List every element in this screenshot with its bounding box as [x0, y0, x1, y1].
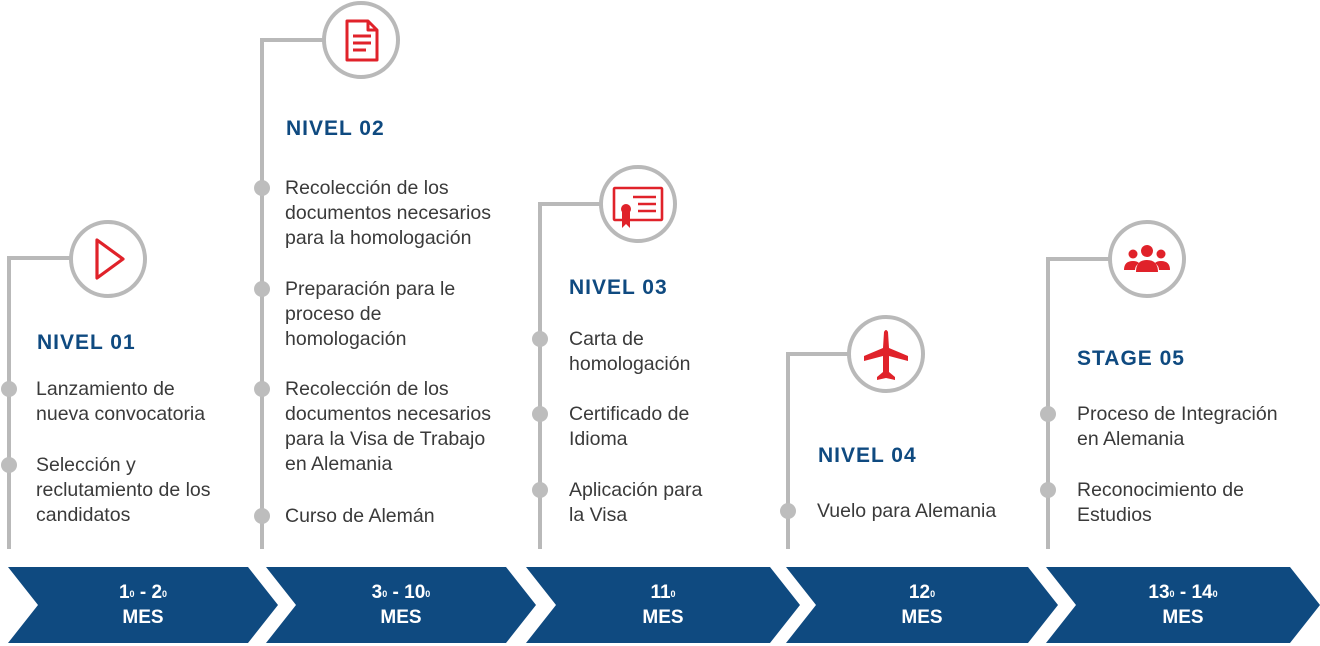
play-icon — [95, 238, 125, 280]
stage-4-connector — [786, 352, 849, 549]
stage-2-icon-circle — [322, 1, 400, 79]
document-icon — [345, 19, 379, 62]
stage-1-connector — [7, 256, 71, 549]
stage-item: Carta de homologación — [569, 328, 691, 375]
month-range: 130 - 140 — [1148, 582, 1218, 603]
airplane-icon — [864, 330, 908, 380]
month-unit: MES — [1162, 607, 1204, 628]
stage-3-connector — [538, 202, 600, 549]
stage-title: NIVEL 02 — [286, 117, 385, 140]
stage-item: Vuelo para Alemania — [817, 500, 997, 522]
chevron-1 — [8, 567, 278, 643]
stage-item: Recolección de los documentos necesarios… — [285, 378, 491, 475]
stage-item: Reconocimiento de Estudios — [1077, 479, 1244, 526]
stage-title: NIVEL 01 — [37, 331, 136, 354]
stage-item: Curso de Alemán — [285, 505, 435, 527]
month-range: 120 — [908, 582, 936, 603]
month-unit: MES — [901, 607, 943, 628]
stage-4-icon-circle — [847, 315, 925, 393]
group-icon — [1124, 245, 1170, 272]
stage-item: Aplicación para la Visa — [569, 479, 703, 526]
stage-1-icon-circle — [69, 220, 147, 298]
stage-item: Proceso de Integración en Alemania — [1077, 403, 1278, 450]
chevron-4 — [786, 567, 1058, 643]
stage-title: STAGE 05 — [1077, 347, 1185, 370]
stage-item: Preparación para le proceso de homologac… — [285, 278, 456, 350]
stage-2-connector — [260, 38, 324, 549]
bullet-dots — [1, 180, 1056, 524]
month-unit: MES — [642, 607, 684, 628]
month-label-1: 10 - 20 MES — [38, 567, 248, 643]
month-chevron-bar — [8, 567, 1320, 643]
stage-item: Recolección de los documentos necesarios… — [285, 177, 491, 249]
certificate-icon — [612, 186, 664, 228]
month-label-2: 30 - 100 MES — [296, 567, 506, 643]
month-unit: MES — [122, 607, 164, 628]
stage-5-icon-circle — [1108, 220, 1186, 298]
month-range: 10 - 20 — [118, 582, 168, 603]
stage-item: Selección y reclutamiento de los candida… — [36, 454, 211, 526]
stage-title: NIVEL 04 — [818, 444, 917, 467]
stage-3-icon-circle — [599, 165, 677, 243]
month-range: 110 — [650, 582, 676, 603]
month-label-3: 110 MES — [556, 567, 770, 643]
month-range: 30 - 100 — [371, 582, 431, 603]
chevron-5 — [1046, 567, 1320, 643]
month-label-4: 120 MES — [816, 567, 1028, 643]
stage-5-connector — [1046, 257, 1110, 549]
chevron-3 — [526, 567, 800, 643]
month-label-5: 130 - 140 MES — [1076, 567, 1290, 643]
stage-title: NIVEL 03 — [569, 276, 668, 299]
chevron-2 — [266, 567, 536, 643]
month-unit: MES — [380, 607, 422, 628]
stage-item: Lanzamiento de nueva convocatoria — [36, 378, 206, 425]
stage-item: Certificado de Idioma — [569, 403, 690, 450]
